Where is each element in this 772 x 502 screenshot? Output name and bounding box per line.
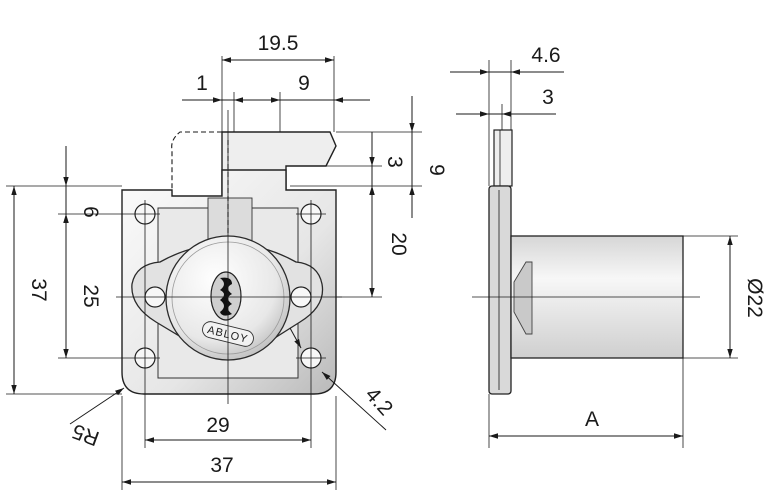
side-bolt — [493, 129, 513, 187]
dim-r5: R5 — [69, 419, 102, 450]
dim-25: 25 — [79, 284, 102, 307]
dim-1: 1 — [196, 72, 208, 95]
dim-6: 6 — [79, 206, 102, 218]
dim-3-side: 3 — [542, 86, 554, 109]
front-centerlines — [58, 110, 342, 448]
dim-29: 29 — [206, 414, 229, 437]
front-view: ABLOY — [58, 110, 342, 448]
dim-9-top: 9 — [298, 72, 310, 95]
side-view: 4.6 3 Ø22 A — [450, 44, 766, 448]
dim-diameter-22: Ø22 — [743, 278, 766, 318]
bolt-extended-outline — [171, 131, 222, 197]
dim-3-right: 3 — [383, 156, 406, 168]
dim-a: A — [585, 408, 599, 431]
side-plate — [488, 185, 512, 395]
side-cylinder-notch — [513, 261, 533, 335]
dim-9-right: 9 — [425, 164, 448, 176]
dim-37-bottom: 37 — [210, 454, 233, 477]
dim-4-2: 4.2 — [361, 383, 398, 420]
dim-37-left: 37 — [27, 278, 50, 301]
dim-19-5: 19.5 — [258, 32, 299, 55]
dim-4-6: 4.6 — [531, 44, 560, 67]
dim-20: 20 — [387, 232, 410, 255]
